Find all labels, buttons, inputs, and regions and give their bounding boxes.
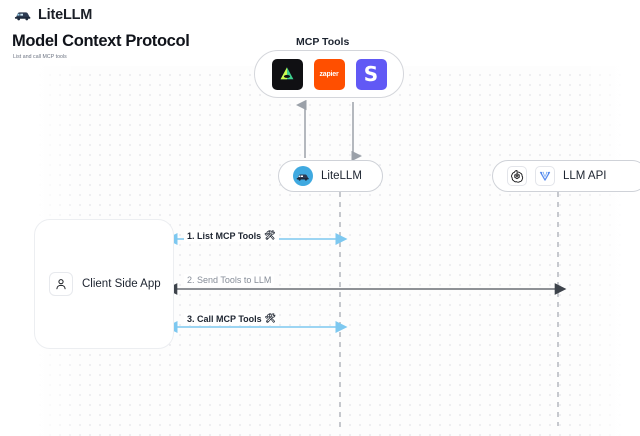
litellm-car-icon: [293, 166, 313, 186]
mcp-tools-group: zapier S: [254, 50, 404, 98]
node-litellm-label: LiteLLM: [321, 170, 362, 182]
node-llm-api[interactable]: LLM API: [492, 160, 640, 192]
tools-icon: 🛠: [264, 230, 276, 241]
flow-label-1: 1. List MCP Tools 🛠: [184, 230, 279, 242]
top-bar: LiteLLM: [0, 0, 640, 30]
mcp-tools-label: MCP Tools: [296, 36, 350, 48]
node-llm-api-label: LLM API: [563, 170, 607, 182]
page-subtitle: List and call MCP tools: [13, 54, 67, 60]
zapier-wordmark: zapier: [319, 70, 339, 78]
zapier-icon[interactable]: zapier: [313, 58, 345, 90]
flow-label-1-text: 1. List MCP Tools: [187, 231, 262, 241]
flow-label-3-text: 3. Call MCP Tools: [187, 314, 262, 324]
diagram-canvas: [0, 66, 640, 436]
litellm-car-icon: [14, 8, 32, 22]
brand-name: LiteLLM: [38, 7, 93, 23]
node-litellm[interactable]: LiteLLM: [278, 160, 383, 192]
flow-label-2: 2. Send Tools to LLM: [184, 274, 275, 286]
flow-label-3: 3. Call MCP Tools 🛠: [184, 313, 280, 325]
user-icon: [49, 272, 73, 296]
openai-icon: [507, 166, 527, 186]
client-side-app-label: Client Side App: [82, 278, 161, 290]
vertex-ai-icon: [535, 166, 555, 186]
stripe-s-icon[interactable]: S: [355, 58, 387, 90]
supabase-triangle-icon[interactable]: [271, 58, 303, 90]
stripe-wordmark: S: [363, 62, 379, 86]
flow-label-2-text: 2. Send Tools to LLM: [187, 275, 272, 285]
client-side-app-card[interactable]: Client Side App: [34, 219, 174, 349]
page-title: Model Context Protocol: [12, 32, 190, 50]
tools-icon: 🛠: [264, 313, 277, 324]
brand: LiteLLM: [14, 7, 92, 23]
